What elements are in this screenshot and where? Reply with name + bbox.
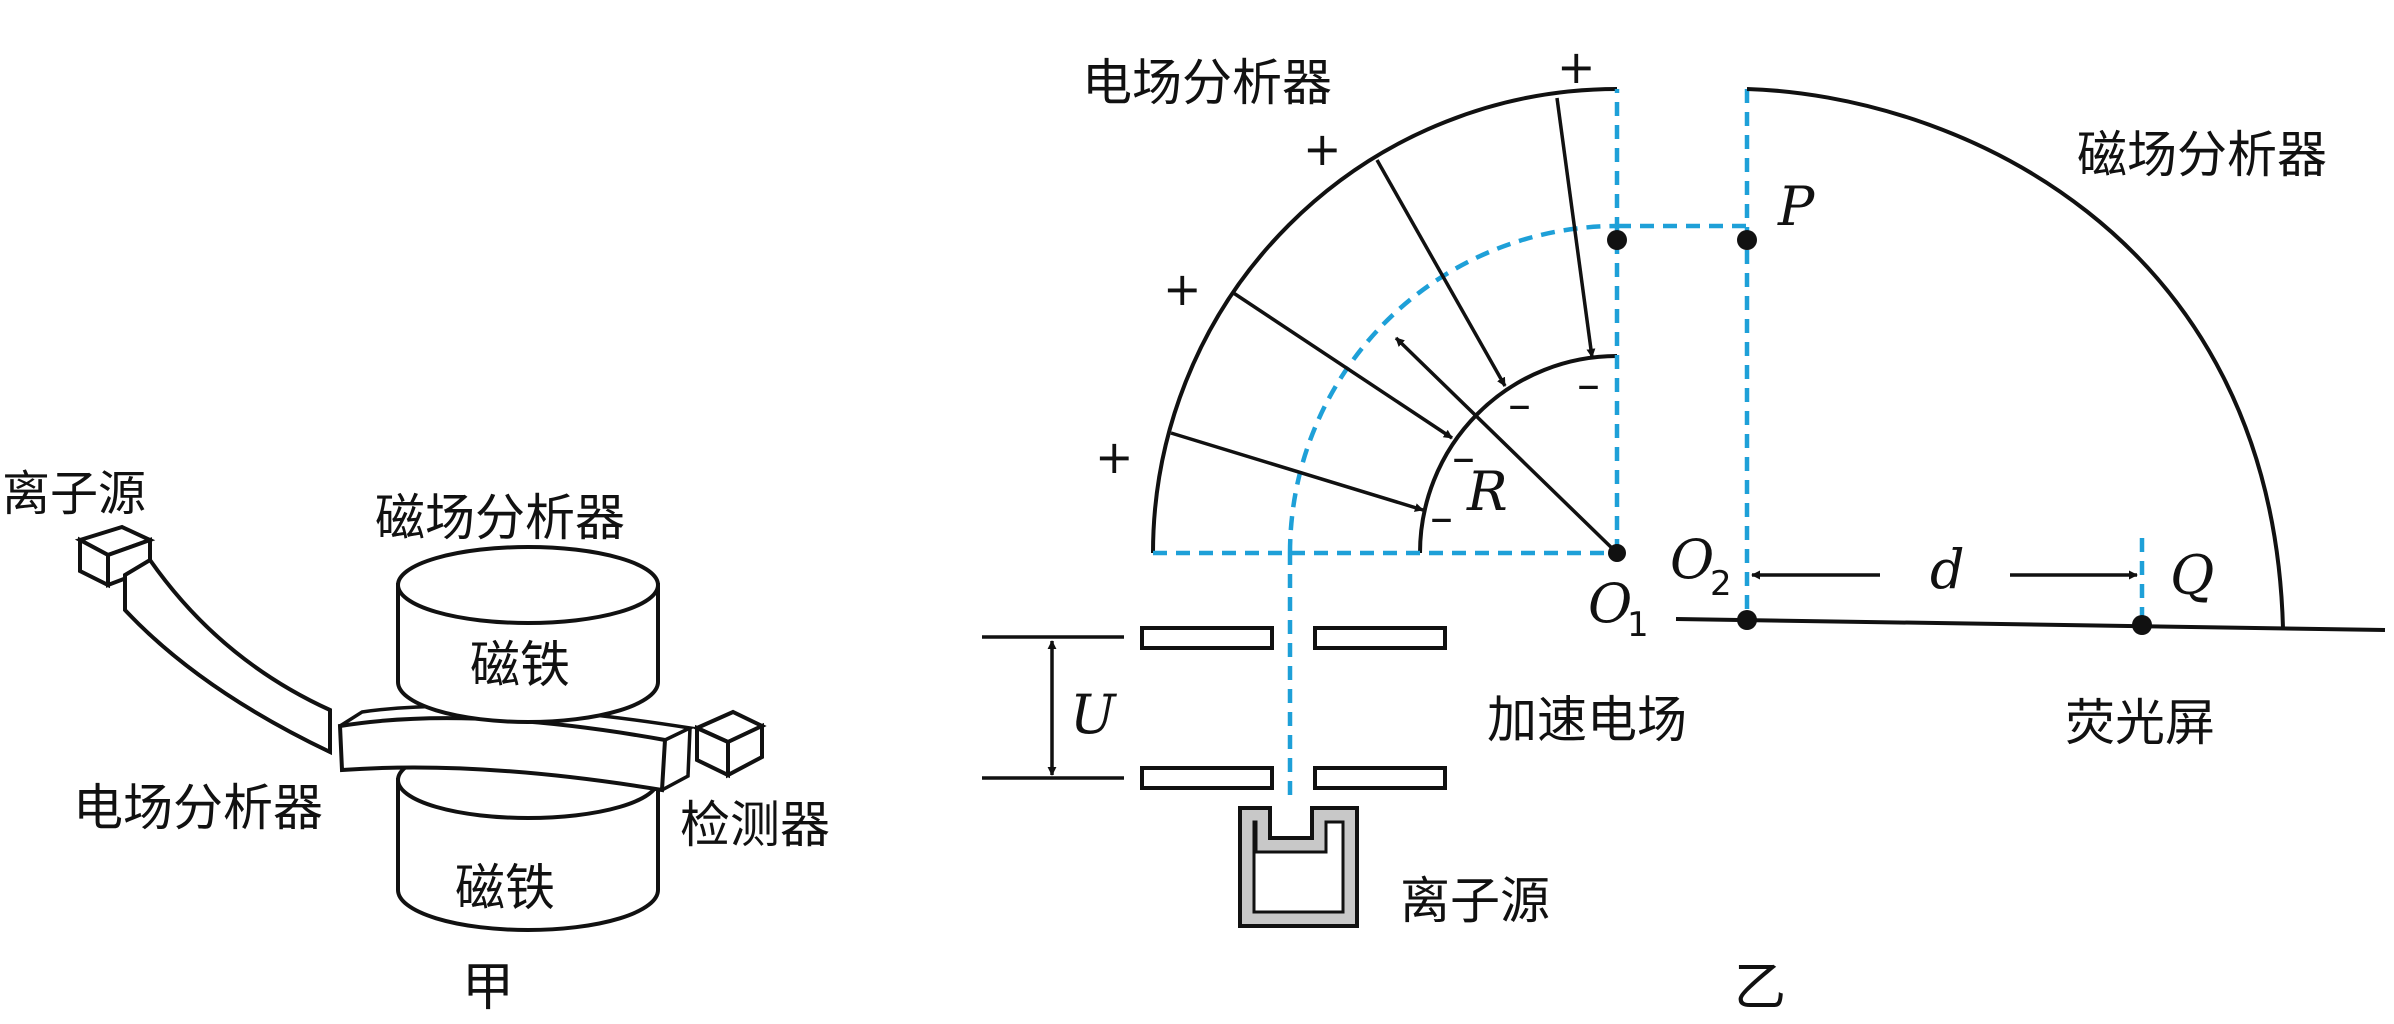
detector-cube (692, 709, 767, 779)
caption-jia: 甲 (462, 958, 514, 1018)
symbol-d: d (1930, 538, 1965, 601)
magnet-bottom-label: 磁铁 (455, 859, 555, 917)
magnet-top-cylinder (396, 545, 660, 724)
screen-label: 荧光屏 (2065, 694, 2215, 752)
ion-source-box (1238, 806, 1359, 928)
ion-source-label: 离子源 (2, 466, 146, 522)
electric-analyzer-band (123, 557, 332, 756)
svg-text:O: O (1588, 572, 1632, 635)
figure-jia: 离子源 磁铁 磁铁 磁场分析器 (2, 466, 830, 1018)
svg-text:1: 1 (1627, 605, 1649, 645)
symbol-u: U (1070, 683, 1117, 746)
outer-arc (1151, 87, 1618, 554)
ion-source-cube (74, 524, 156, 589)
ion-trajectory (1153, 89, 2145, 795)
point-o2-dot (1737, 610, 1757, 630)
plus-sign-2: + (1163, 262, 1202, 316)
magnetic-analyzer-arc (1746, 87, 2285, 629)
point-o1-dot (1608, 544, 1626, 562)
electric-analyzer-label-jia: 电场分析器 (73, 779, 323, 837)
label-o2: O 2 (1670, 528, 1732, 604)
magnetic-analyzer-label: 磁场分析器 (375, 489, 625, 547)
minus-sign-2: – (1452, 430, 1475, 484)
radius-line (1394, 336, 1619, 555)
minus-sign-3: – (1508, 377, 1531, 431)
inner-arc (1418, 354, 1618, 554)
electric-analyzer-label-yi: 电场分析器 (1082, 54, 1332, 112)
detector-label: 检测器 (680, 796, 830, 854)
screen-line (1675, 617, 2386, 632)
accelerating-field-label: 加速电场 (1487, 691, 1687, 749)
ion-source-label-yi: 离子源 (1400, 872, 1550, 930)
caption-yi: 乙 (1734, 958, 1786, 1018)
point-q-dot (2132, 615, 2152, 635)
figure-yi: R + + + + – – – – P O 1 O 2 Q (982, 40, 2386, 1018)
plus-sign-1: + (1095, 430, 1134, 484)
svg-text:O: O (1670, 528, 1714, 591)
label-o1: O 1 (1588, 572, 1649, 645)
magnet-top-label: 磁铁 (470, 636, 570, 694)
accelerating-plates (982, 626, 1447, 790)
plus-sign-3: + (1303, 122, 1342, 176)
label-q: Q (2170, 544, 2214, 607)
field-lines (1170, 97, 1596, 512)
minus-sign-4: – (1577, 357, 1600, 411)
point-p-dot (1737, 230, 1757, 250)
svg-text:2: 2 (1710, 564, 1732, 604)
magnetic-analyzer-label-yi: 磁场分析器 (2077, 126, 2327, 184)
radius-symbol: R (1466, 460, 1508, 523)
minus-sign-1: – (1430, 490, 1453, 544)
point-left-dot (1607, 230, 1627, 250)
label-p: P (1777, 175, 1816, 238)
plus-sign-4: + (1557, 40, 1596, 94)
